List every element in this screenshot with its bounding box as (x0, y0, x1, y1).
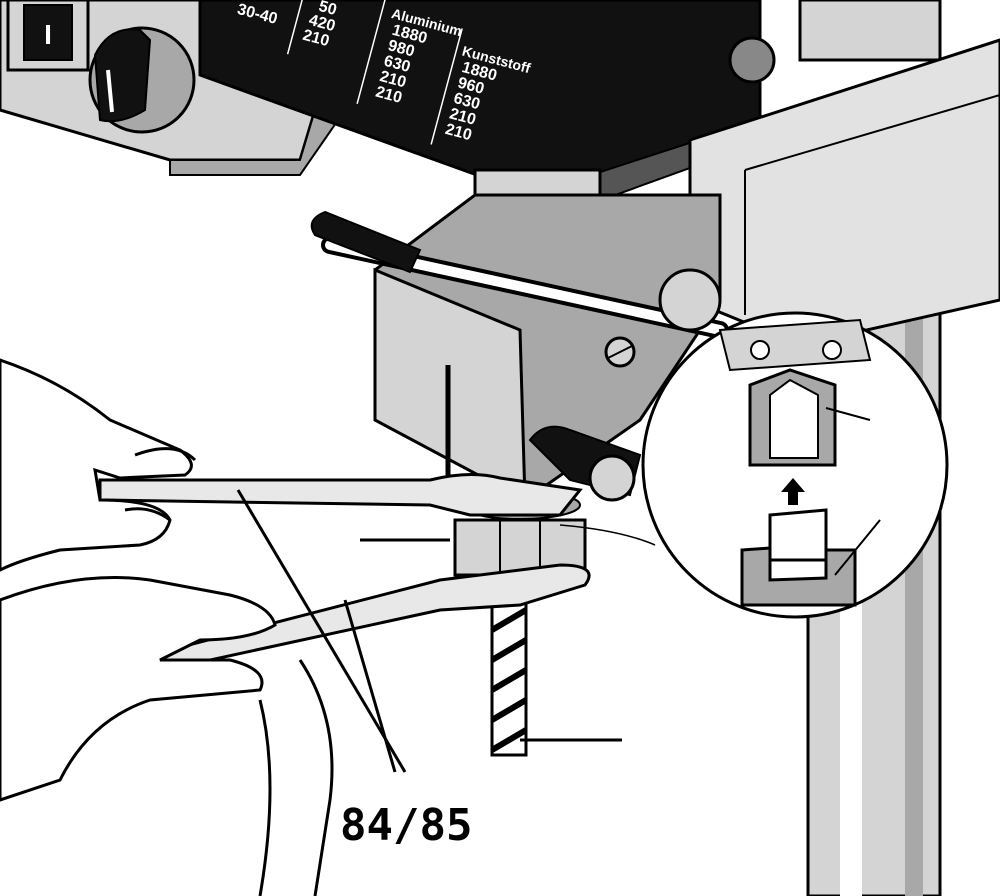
plate-screw-icon (728, 36, 776, 84)
feed-lever (310, 210, 729, 339)
lever-hub-icon (658, 268, 722, 332)
plate-mid-value-3: 210 (301, 27, 331, 50)
plate-plastic-value-3: 630 (452, 90, 482, 113)
clamp-knob-icon (528, 425, 642, 502)
part-number-label: 84/85 (340, 800, 472, 851)
bearing-right-icon (822, 340, 842, 360)
power-switch: I (6, 0, 90, 72)
lower-wrench (148, 563, 591, 674)
speed-knob-icon (88, 26, 196, 134)
hands (0, 358, 334, 896)
plate-alu-value-5: 210 (374, 84, 404, 107)
plate-alu-value-3: 630 (382, 53, 412, 76)
arrow-up-icon (781, 478, 805, 505)
bearing-left-icon (750, 340, 770, 360)
upper-wrench (98, 472, 583, 517)
plate-plastic-value-4: 210 (448, 105, 478, 128)
plate-mid-value-1: 50 (317, 0, 339, 19)
detail-inset (559, 311, 949, 619)
plate-plastic-value-2: 960 (456, 75, 486, 98)
plate-alu-value-4: 210 (378, 68, 408, 91)
plate-alu-value-2: 980 (386, 37, 416, 60)
plate-plastic-value-5: 210 (443, 121, 473, 144)
power-switch-symbol: I (44, 19, 52, 50)
callout-lines (236, 489, 622, 773)
plate-mid-value-2: 420 (307, 12, 337, 35)
